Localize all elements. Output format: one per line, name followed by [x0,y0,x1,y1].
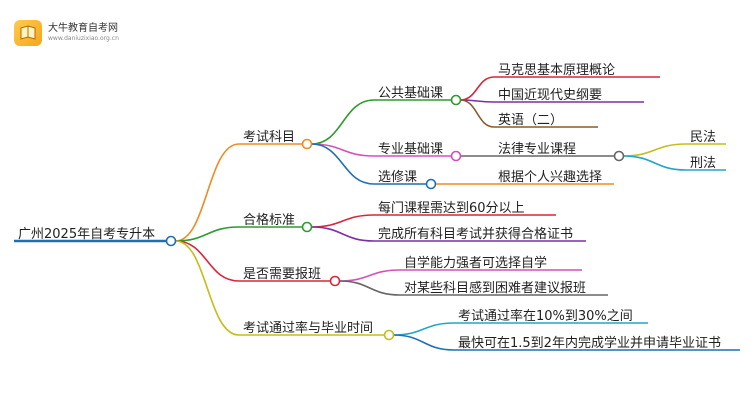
leaf-label-civil-law: 民法 [690,130,716,145]
leaf-label-criminal-law: 刑法 [690,156,716,171]
node-label-public-courses: 公共基础课 [378,86,443,101]
node-connector-dot [613,150,625,162]
book-icon [14,20,42,46]
logo-title: 大牛教育自考网 [48,23,118,34]
leaf-label-modern-history: 中国近现代史纲要 [498,88,602,103]
node-connector-dot [301,221,313,233]
node-connector-dot [383,329,395,341]
branch-label-exam-subjects: 考试科目 [243,130,295,145]
branch-label-pass-rate: 考试通过率与毕业时间 [243,320,373,336]
leaf-label-score-60: 每门课程需达到60分以上 [378,200,525,216]
branch-connector [175,240,240,282]
branch-connector [460,76,495,101]
node-label-law-courses: 法律专业课程 [498,142,576,157]
branch-connector [393,334,455,351]
branch-connector [175,226,240,242]
node-connector-dot [450,94,462,106]
node-connector-dot [165,235,177,247]
branch-connector [339,269,401,282]
logo-url: www.daniuzixiao.org.cn [48,35,119,42]
leaf-label-suggest-class: 对某些科目感到困难者建议报班 [404,280,586,296]
branch-label-pass-standard: 合格标准 [243,212,295,228]
leaf-label-self-study: 自学能力强者可选择自学 [404,255,547,271]
leaf-label-graduation-time: 最快可在1.5到2年内完成学业并申请毕业证书 [458,335,721,351]
leaf-label-pass-rate-range: 考试通过率在10%到30%之间 [458,308,633,324]
leaf-label-marxism: 马克思基本原理概论 [498,63,615,78]
branch-connector [311,226,375,242]
node-connector-dot [450,150,462,162]
branch-connector [311,214,375,228]
leaf-label-english: 英语（二） [498,113,563,128]
node-label-major-courses: 专业基础课 [378,142,443,157]
branch-connector [175,240,240,336]
leaf-label-personal-interest: 根据个人兴趣选择 [498,170,602,185]
branch-connector [339,280,401,296]
node-connector-dot [425,178,437,190]
root-label: 广州2025年自考专升本 [18,227,155,242]
branch-label-tutoring: 是否需要报班 [243,267,321,282]
node-connector-dot [329,275,341,287]
branch-connector [175,143,240,242]
branch-connector [393,322,455,336]
node-connector-dot [301,138,313,150]
leaf-label-complete-all: 完成所有科目考试并获得合格证书 [378,226,573,242]
node-label-electives: 选修课 [378,170,417,185]
site-logo: 大牛教育自考网 www.daniuzixiao.org.cn [14,20,119,46]
branch-connector [311,99,375,145]
branch-connector [460,99,495,128]
branch-connector [623,143,687,157]
branch-connector [623,155,687,171]
branch-connector [311,143,375,185]
